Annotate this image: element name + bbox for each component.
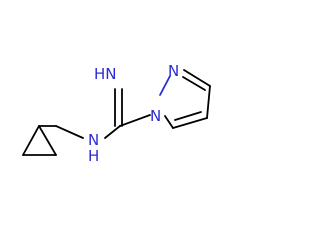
pyrazole-n1-label: N: [150, 107, 161, 125]
pyrazole-c5-n1-bond: [164, 115, 174, 129]
amine-h-label: H: [88, 147, 99, 165]
amine-n-label: N: [88, 131, 99, 149]
structure-diagram: HN N H N N: [22, 62, 211, 165]
pyrazole-n2-c3-double-a: [183, 69, 211, 87]
pyrazole-n2-c3-double-b: [182, 76, 206, 91]
amine-carbon-bond: [104, 125, 121, 139]
cyclopropyl-bond-a: [22, 125, 40, 156]
pyrazole-c3-c4-bond: [206, 85, 211, 119]
carbon-pyrazole-bond: [119, 114, 151, 127]
pyrazole-n2-label: N: [168, 62, 179, 80]
pyrazole-c4-c5-double-b: [174, 111, 202, 121]
pyrazole-c4-c5-double-a: [172, 117, 208, 129]
pyrazole-n1-n2-bond: [159, 75, 171, 96]
cyclopropyl-bond-b: [38, 125, 57, 156]
cyclopropyl-n-bond: [55, 125, 84, 139]
imine-nh-label: HN: [94, 65, 117, 83]
